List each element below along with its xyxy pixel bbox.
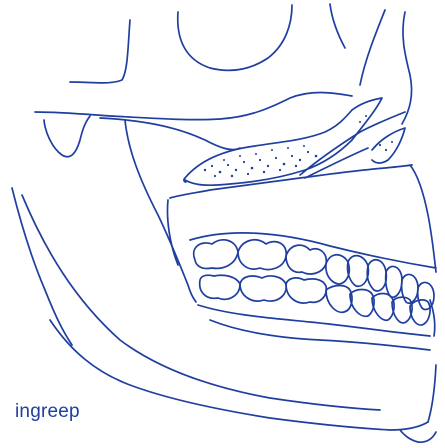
chin-line xyxy=(428,365,436,422)
maxilla-segment-line xyxy=(170,165,412,198)
nasal-graft-piece-2 xyxy=(372,128,405,163)
orbit-outline xyxy=(178,5,292,70)
maxilla-front-outline xyxy=(410,165,436,272)
lower-teeth xyxy=(200,275,435,336)
lower-gum-line xyxy=(198,305,430,336)
osteotomy-lower-line xyxy=(185,140,352,185)
nasal-orbit-line xyxy=(330,4,345,48)
upper-gum-line xyxy=(190,233,436,268)
ramus-inner-line xyxy=(125,120,196,302)
mandible-inner-border xyxy=(22,195,380,410)
ramus-posterior-border xyxy=(12,188,72,345)
nose-outline-right xyxy=(402,12,412,124)
skull-base-line xyxy=(35,93,352,120)
chin-inner-line xyxy=(400,430,436,442)
condyle-outline xyxy=(44,116,90,157)
caption-label: ingreep xyxy=(15,400,80,424)
zygomatic-arch-line xyxy=(70,20,130,83)
alveolar-lower-line xyxy=(210,320,430,350)
zygoma-lower-line xyxy=(100,118,240,150)
lower-incisor-line xyxy=(430,300,435,336)
mandible-lower-border xyxy=(50,320,428,430)
nose-outline-left xyxy=(360,10,385,85)
